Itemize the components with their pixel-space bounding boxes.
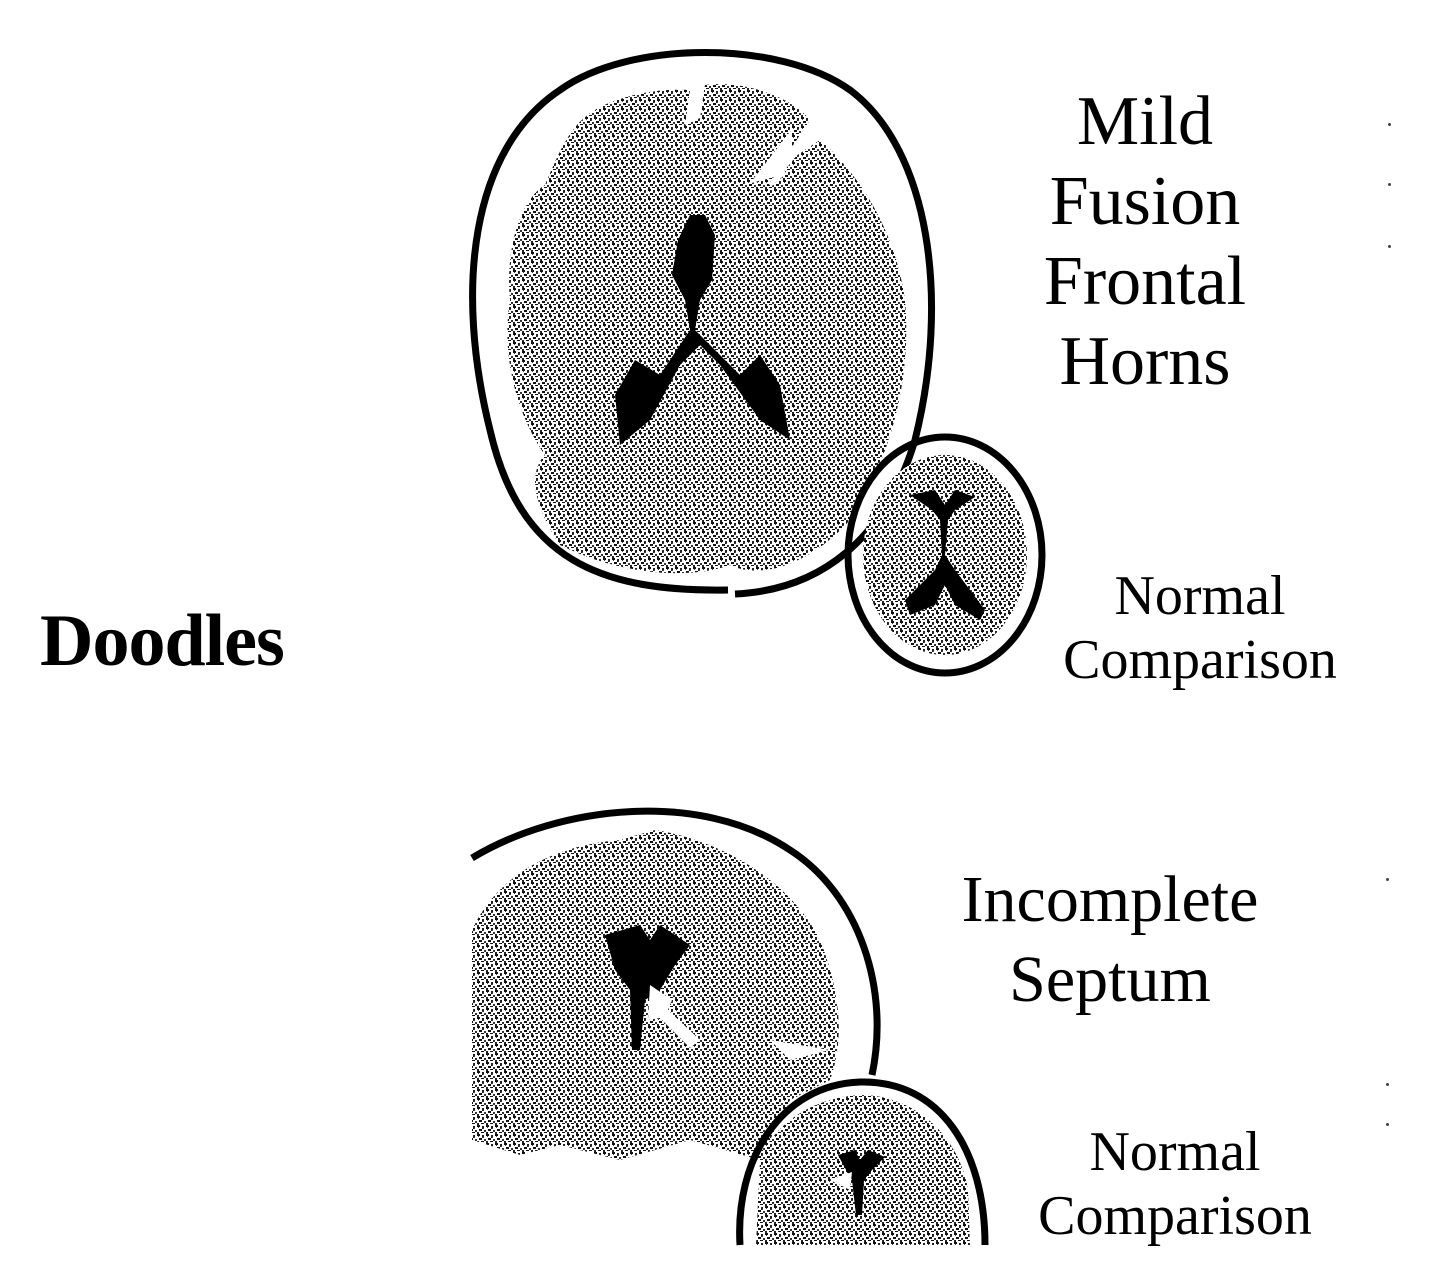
white-arrow-coronal-large [648, 985, 700, 1048]
label-line: Frontal [1043, 243, 1247, 320]
ventricles-axial-large [615, 215, 790, 445]
label-incomplete-septum: Incomplete Septum [920, 860, 1300, 1020]
speck [1386, 878, 1389, 881]
label-line: Comparison [1038, 1185, 1312, 1247]
coronal-brain-small [736, 1078, 989, 1246]
brain-tissue-axial-large [507, 84, 907, 574]
label-line: Septum [1009, 943, 1211, 1016]
label-line: Horns [1059, 323, 1231, 400]
speck [1386, 1123, 1389, 1126]
label-line: Mild [1076, 83, 1214, 160]
ventricles-coronal-small [838, 1150, 885, 1215]
axial-brain-small [844, 433, 1046, 677]
skull-outline-coronal-large [470, 807, 881, 1076]
white-arrow-axial-large [749, 128, 817, 187]
skull-outline-coronal-small [736, 1078, 989, 1246]
label-normal-comparison-coronal: Normal Comparison [1005, 1120, 1345, 1248]
label-mild-fusion-frontal-horns: Mild Fusion Frontal Horns [1010, 82, 1280, 402]
ventricles-axial-small [905, 490, 985, 620]
axial-brain-large [469, 49, 936, 598]
coronal-brain-large [470, 807, 881, 1160]
label-line: Fusion [1049, 163, 1241, 240]
page-title: Doodles [40, 600, 285, 682]
speck [1388, 183, 1391, 186]
speck [1386, 1083, 1389, 1086]
speck [1388, 245, 1391, 248]
skull-outline-axial-large [469, 49, 936, 598]
white-notch-coronal-large [770, 1040, 830, 1060]
ventricles-coronal-large [605, 925, 690, 1050]
speck [1388, 123, 1391, 126]
label-line: Comparison [1063, 629, 1337, 691]
label-line: Incomplete [961, 863, 1259, 936]
label-normal-comparison-axial: Normal Comparison [1030, 564, 1370, 692]
label-line: Normal [1114, 565, 1286, 627]
white-arrow-coronal-small [830, 1172, 852, 1190]
skull-outline-axial-small [844, 433, 1046, 677]
label-line: Normal [1089, 1121, 1261, 1183]
